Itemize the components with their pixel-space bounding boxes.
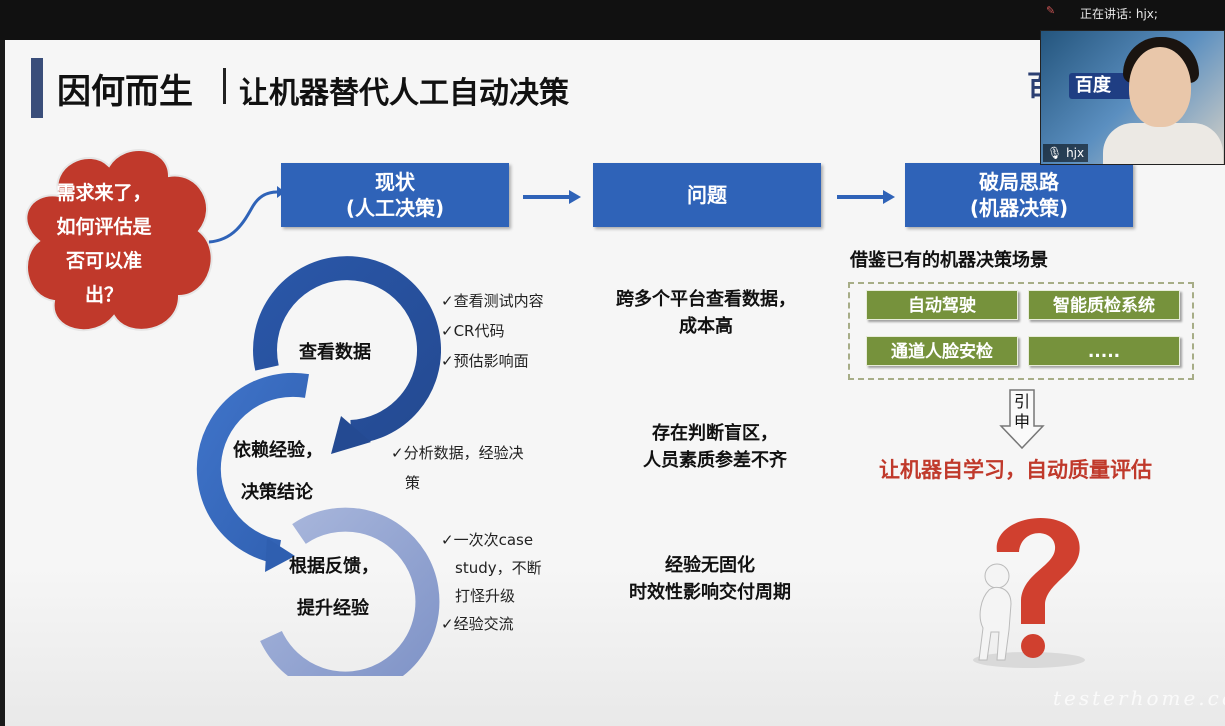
header-line: 破局思路	[979, 170, 1059, 194]
bullet-item: ✓经验交流	[441, 615, 514, 633]
header-line: (机器决策)	[969, 196, 1069, 220]
scenario-face-security: 通道人脸安检	[866, 336, 1018, 366]
problem-blind-spot: 存在判断盲区， 人员素质参差不齐	[615, 420, 815, 474]
scenario-group: 自动驾驶 智能质检系统 通道人脸安检 .....	[848, 282, 1194, 380]
problem-line: 存在判断盲区，	[652, 423, 778, 444]
participant-name: hjx	[1066, 146, 1085, 160]
header-line: 问题	[687, 183, 727, 207]
bullet-list-view-data: ✓查看测试内容 ✓CR代码 ✓预估影响面	[441, 286, 544, 376]
scenario-more: .....	[1028, 336, 1180, 366]
cloud-line: 需求来了，	[56, 182, 152, 204]
right-arrow-icon	[523, 190, 581, 204]
problem-line: 成本高	[679, 316, 733, 337]
mic-icon: 🎙	[1047, 146, 1063, 160]
cycle-step-improve: 提升经验	[297, 598, 369, 619]
mic-muted-icon[interactable]: ✎	[1046, 4, 1056, 17]
reference-title: 借鉴已有的机器决策场景	[850, 250, 1048, 271]
header-solution-box: 破局思路 (机器决策)	[905, 163, 1133, 227]
cycle-step-experience: 依赖经验，	[233, 440, 323, 461]
bullet-item: ✓预估影响面	[441, 352, 529, 370]
right-arrow-icon	[837, 190, 895, 204]
derive-char: 引	[1013, 392, 1030, 411]
bullet-item: ✓一次次case	[441, 531, 534, 549]
down-arrow-icon	[999, 389, 1045, 450]
conclusion-text: 让机器自学习，自动质量评估	[879, 458, 1152, 482]
derive-char: 申	[1013, 412, 1030, 431]
bullet-item: ✓CR代码	[441, 322, 505, 340]
webcam-person-body	[1103, 123, 1223, 164]
experience-cycle-diagram	[196, 256, 441, 676]
bullet-item: 打怪升级	[455, 587, 516, 605]
watermark: testerhome.com	[1053, 686, 1225, 710]
cycle-step-view-data: 查看数据	[299, 342, 371, 363]
cloud-question-text: 需求来了， 如何评估是 否可以准 出？	[29, 176, 179, 312]
scenario-autonomous-driving: 自动驾驶	[866, 290, 1018, 320]
participant-name-tag: 🎙 hjx	[1043, 144, 1089, 162]
scenario-quality-inspection: 智能质检系统	[1028, 290, 1180, 320]
problem-no-solidification: 经验无固化 时效性影响交付周期	[605, 552, 815, 606]
problem-line: 经验无固化	[665, 555, 755, 576]
problem-line: 人员素质参差不齐	[643, 450, 787, 471]
header-line: 现状	[375, 170, 415, 194]
bullet-item: ✓分析数据，经验决	[391, 444, 524, 462]
question-mark-figure	[973, 518, 1085, 668]
header-status-box: 现状 (人工决策)	[281, 163, 509, 227]
bullet-list-feedback: ✓一次次case study，不断 打怪升级 ✓经验交流	[441, 526, 542, 638]
cloud-line: 出？	[84, 284, 123, 306]
cycle-step-feedback: 根据反馈，	[289, 556, 379, 577]
slide-subtitle: 让机器替代人工自动决策	[239, 76, 569, 111]
title-separator	[223, 68, 226, 104]
cloud-line: 否可以准	[65, 250, 142, 272]
header-problem-box: 问题	[593, 163, 821, 227]
presentation-slide: 因何而生 让机器替代人工自动决策 百 需求来了， 如何评估是 否可以准 出？ 现…	[5, 40, 1225, 726]
slide-title: 因何而生	[57, 72, 193, 112]
bullet-list-experience: ✓分析数据，经验决 策	[391, 438, 524, 498]
bullet-item: 策	[405, 474, 421, 492]
cloud-line: 如何评估是	[56, 216, 152, 238]
cycle-step-conclusion: 决策结论	[241, 482, 313, 503]
cloud-connector-arrow	[208, 186, 285, 244]
speaking-indicator: 正在讲话: hjx;	[1080, 7, 1158, 21]
bullet-item: study，不断	[455, 559, 542, 577]
derive-label: 引 申	[1013, 392, 1031, 432]
problem-cross-platform: 跨多个平台查看数据， 成本高	[601, 286, 811, 340]
question-cloud	[25, 149, 213, 332]
problem-line: 时效性影响交付周期	[629, 582, 791, 603]
problem-line: 跨多个平台查看数据，	[616, 289, 796, 310]
webcam-person-face	[1129, 47, 1191, 127]
title-accent-bar	[31, 58, 43, 118]
header-line: (人工决策)	[345, 196, 445, 220]
webcam-video[interactable]: 百度 🎙 hjx	[1040, 30, 1225, 165]
bullet-item: ✓查看测试内容	[441, 292, 544, 310]
